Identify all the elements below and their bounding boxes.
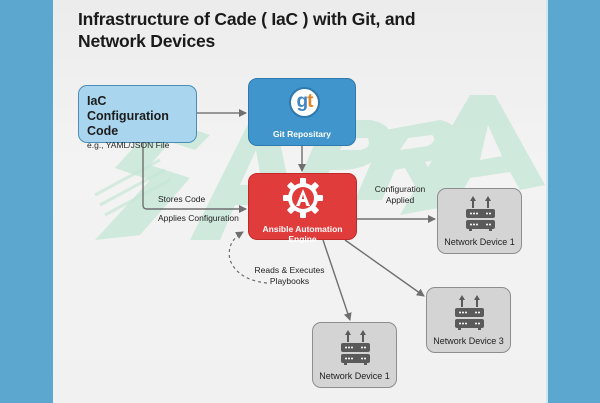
git-node-label: Git Repositary (272, 129, 332, 139)
device-label: Network Device 3 (433, 336, 504, 346)
git-logo-t: t (307, 91, 313, 112)
git-logo-icon: gt (289, 87, 320, 118)
edge-label-configuration-applied-line1: Configuration (374, 184, 426, 194)
git-repository-node[interactable]: gt Git Repositary (248, 78, 356, 146)
watermark-s (95, 118, 210, 240)
edge-ansible-to-device-b (322, 239, 352, 321)
edge-ansible-to-device-c (344, 239, 425, 297)
network-device-node[interactable]: Network Device 1 (312, 322, 397, 388)
edge-label-stores-code: Stores Code (158, 194, 206, 204)
watermark-a2 (400, 95, 545, 215)
edge-label-reads-executes: Reads & Executes Playbooks (252, 265, 327, 287)
network-device-node[interactable]: Network Device 3 (426, 287, 511, 353)
edge-label-applies-configuration: Applies Configuration (158, 213, 239, 223)
ansible-engine-node[interactable]: Ansible Automation Engine (248, 173, 357, 244)
ansible-node-label: Ansible Automation Engine (262, 224, 343, 244)
edge-iac-to-ansible (142, 143, 247, 213)
page-title: Infrastructure of Cade ( IaC ) with Git,… (78, 9, 416, 51)
router-icon (341, 330, 370, 365)
iac-node-subtitle: e.g., YAML/JSON File (87, 140, 170, 150)
device-label: Network Device 1 (444, 237, 515, 247)
edge-label-configuration-applied: Configuration Applied (365, 184, 435, 206)
watermark-circuit (94, 158, 171, 217)
iac-node-title: IaC Configuration Code (87, 94, 169, 138)
device-label: Network Device 1 (319, 371, 390, 381)
ansible-gear-icon (283, 178, 323, 218)
edge-label-reads-executes-line2: Playbooks (269, 276, 310, 286)
network-device-node[interactable]: Network Device 1 (437, 188, 522, 254)
router-icon (466, 196, 495, 231)
frame-edge (546, 0, 548, 403)
edge-label-configuration-applied-line2: Applied (385, 195, 415, 205)
edge-reads-executes-loop (228, 231, 268, 284)
edge-label-reads-executes-line1: Reads & Executes (254, 265, 325, 275)
iac-configuration-node[interactable]: IaC Configuration Code e.g., YAML/JSON F… (78, 85, 197, 150)
git-logo-g: g (296, 91, 309, 112)
router-icon (455, 295, 484, 330)
